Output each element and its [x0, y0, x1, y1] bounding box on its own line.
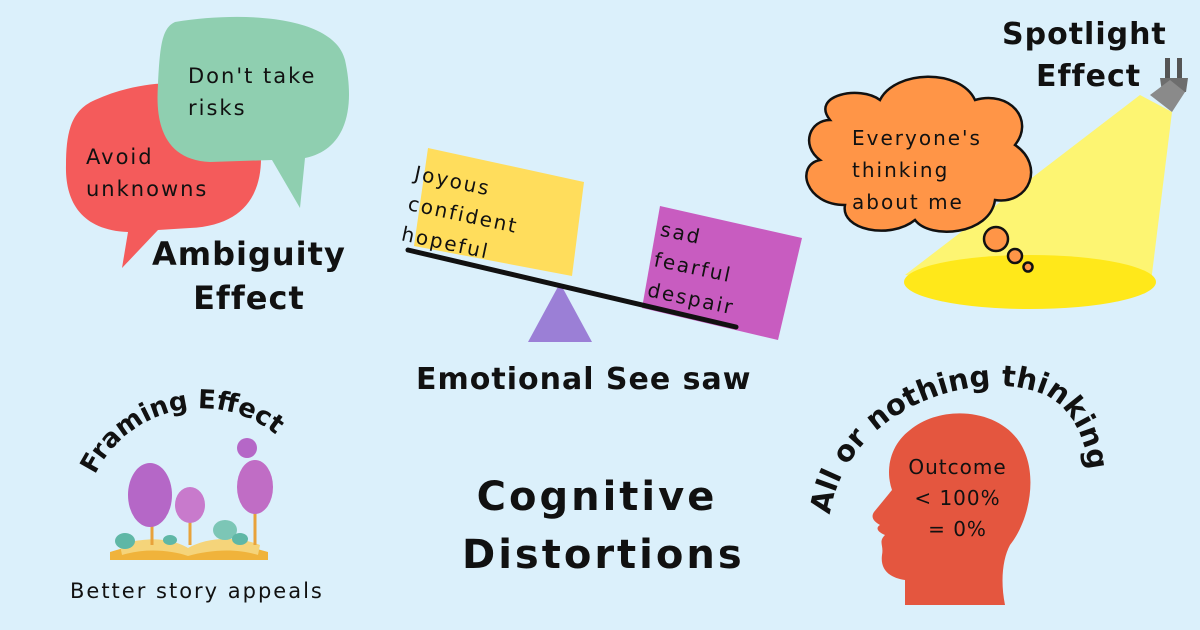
green-bubble-text: Don't take risks [188, 60, 316, 124]
ambiguity-label-line: Effect [193, 279, 305, 317]
title-line-1: Cognitive [476, 474, 718, 520]
thought-line: Everyone's [852, 126, 982, 150]
fulcrum-triangle [528, 283, 592, 342]
spotlight-label-line: Spotlight [1002, 17, 1167, 52]
spotlight-effect-label: Spotlight Effect [1002, 14, 1167, 98]
thought-line: thinking [852, 158, 950, 182]
red-bubble-line: Avoid [86, 145, 154, 169]
spotlight-beam [905, 95, 1172, 290]
seesaw-label: Emotional See saw [416, 362, 752, 397]
magenta-emotion-box [642, 206, 802, 340]
yellow-emotion-box [414, 148, 584, 276]
head-line: < 100% [914, 486, 1001, 510]
red-bubble-line: unknowns [86, 177, 209, 201]
head-profile-icon [872, 413, 1031, 605]
green-bubble-line: risks [188, 96, 247, 120]
thought-cloud-text: Everyone's thinking about me [852, 122, 982, 218]
head-line: Outcome [908, 455, 1007, 479]
spotlight-pool [904, 255, 1156, 309]
green-speech-bubble-icon [157, 16, 350, 209]
green-bubble-line: Don't take [188, 64, 317, 88]
title-line-2: Distortions [462, 532, 745, 578]
page-title: Cognitive Distortions [462, 468, 745, 584]
head-line: = 0% [928, 517, 987, 541]
spotlight-label-line: Effect [1036, 59, 1142, 94]
storybook-trees-icon [110, 438, 273, 560]
red-bubble-text: Avoid unknowns [86, 141, 208, 205]
ambiguity-label-line: Ambiguity [152, 235, 346, 273]
spotlight-lamp-icon [1150, 58, 1188, 112]
thought-line: about me [852, 190, 964, 214]
framing-caption: Better story appeals [70, 579, 324, 603]
seesaw-plank [405, 247, 739, 330]
head-text: Outcome < 100% = 0% [895, 452, 1020, 545]
thought-cloud-icon [805, 75, 1034, 273]
ambiguity-effect-label: Ambiguity Effect [152, 232, 346, 320]
